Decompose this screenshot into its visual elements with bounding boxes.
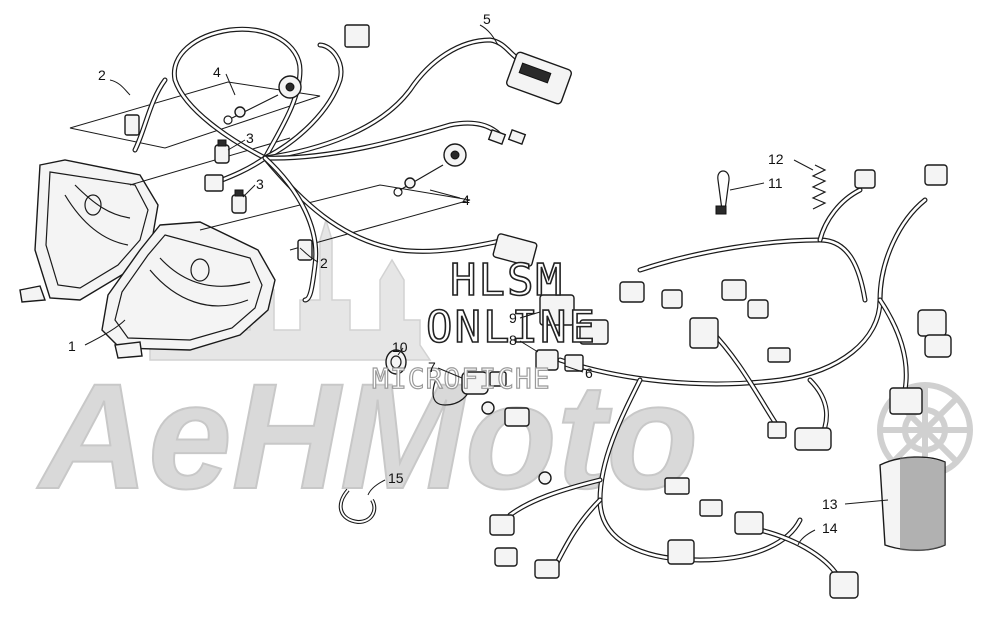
exploded-guides [69,81,471,251]
site-watermark: HLSM ONLINE MICROFICHE [371,254,597,395]
callout-13: 13 [822,496,838,512]
spring [811,164,827,210]
callout-4-lower: 4 [462,192,470,208]
site-watermark-line3: MICROFICHE [372,362,551,395]
callout-8: 8 [509,332,517,348]
adjuster-upper [223,75,302,125]
callout-2-lower: 2 [320,255,328,271]
callout-1: 1 [68,338,76,354]
callout-labels: 1 2 2 3 3 4 4 5 6 7 8 9 10 11 12 13 14 1… [68,11,838,536]
site-watermark-line1: HLSM [450,255,564,306]
callout-15: 15 [388,470,404,486]
bulb-upper [214,139,230,164]
callout-2-upper: 2 [98,67,106,83]
connectors [124,24,952,599]
callout-5: 5 [483,11,491,27]
callout-14: 14 [822,520,838,536]
callout-10: 10 [392,339,408,355]
callout-6: 6 [585,365,593,381]
callout-3-upper: 3 [246,130,254,146]
callout-7: 7 [428,359,436,375]
sleeve [879,456,946,552]
callout-4-upper: 4 [213,64,221,80]
watermark-layer: AeHMoto [35,217,973,521]
retaining-clip [338,488,377,525]
headlight-upper [19,159,159,303]
headlight-lower [101,221,276,359]
fuse-holder [432,369,507,406]
callout-3-lower: 3 [256,176,264,192]
adjuster-lower [393,143,467,197]
bulb-lower [231,189,247,214]
callout-9: 9 [509,310,517,326]
leader-lines [84,24,889,546]
site-watermark-line2: ONLINE [426,302,597,353]
watermark-brand: AeHMoto [36,352,698,520]
grommet [385,349,407,375]
callout-11: 11 [768,175,783,191]
cable-tie [715,170,730,215]
callout-12: 12 [768,151,784,167]
